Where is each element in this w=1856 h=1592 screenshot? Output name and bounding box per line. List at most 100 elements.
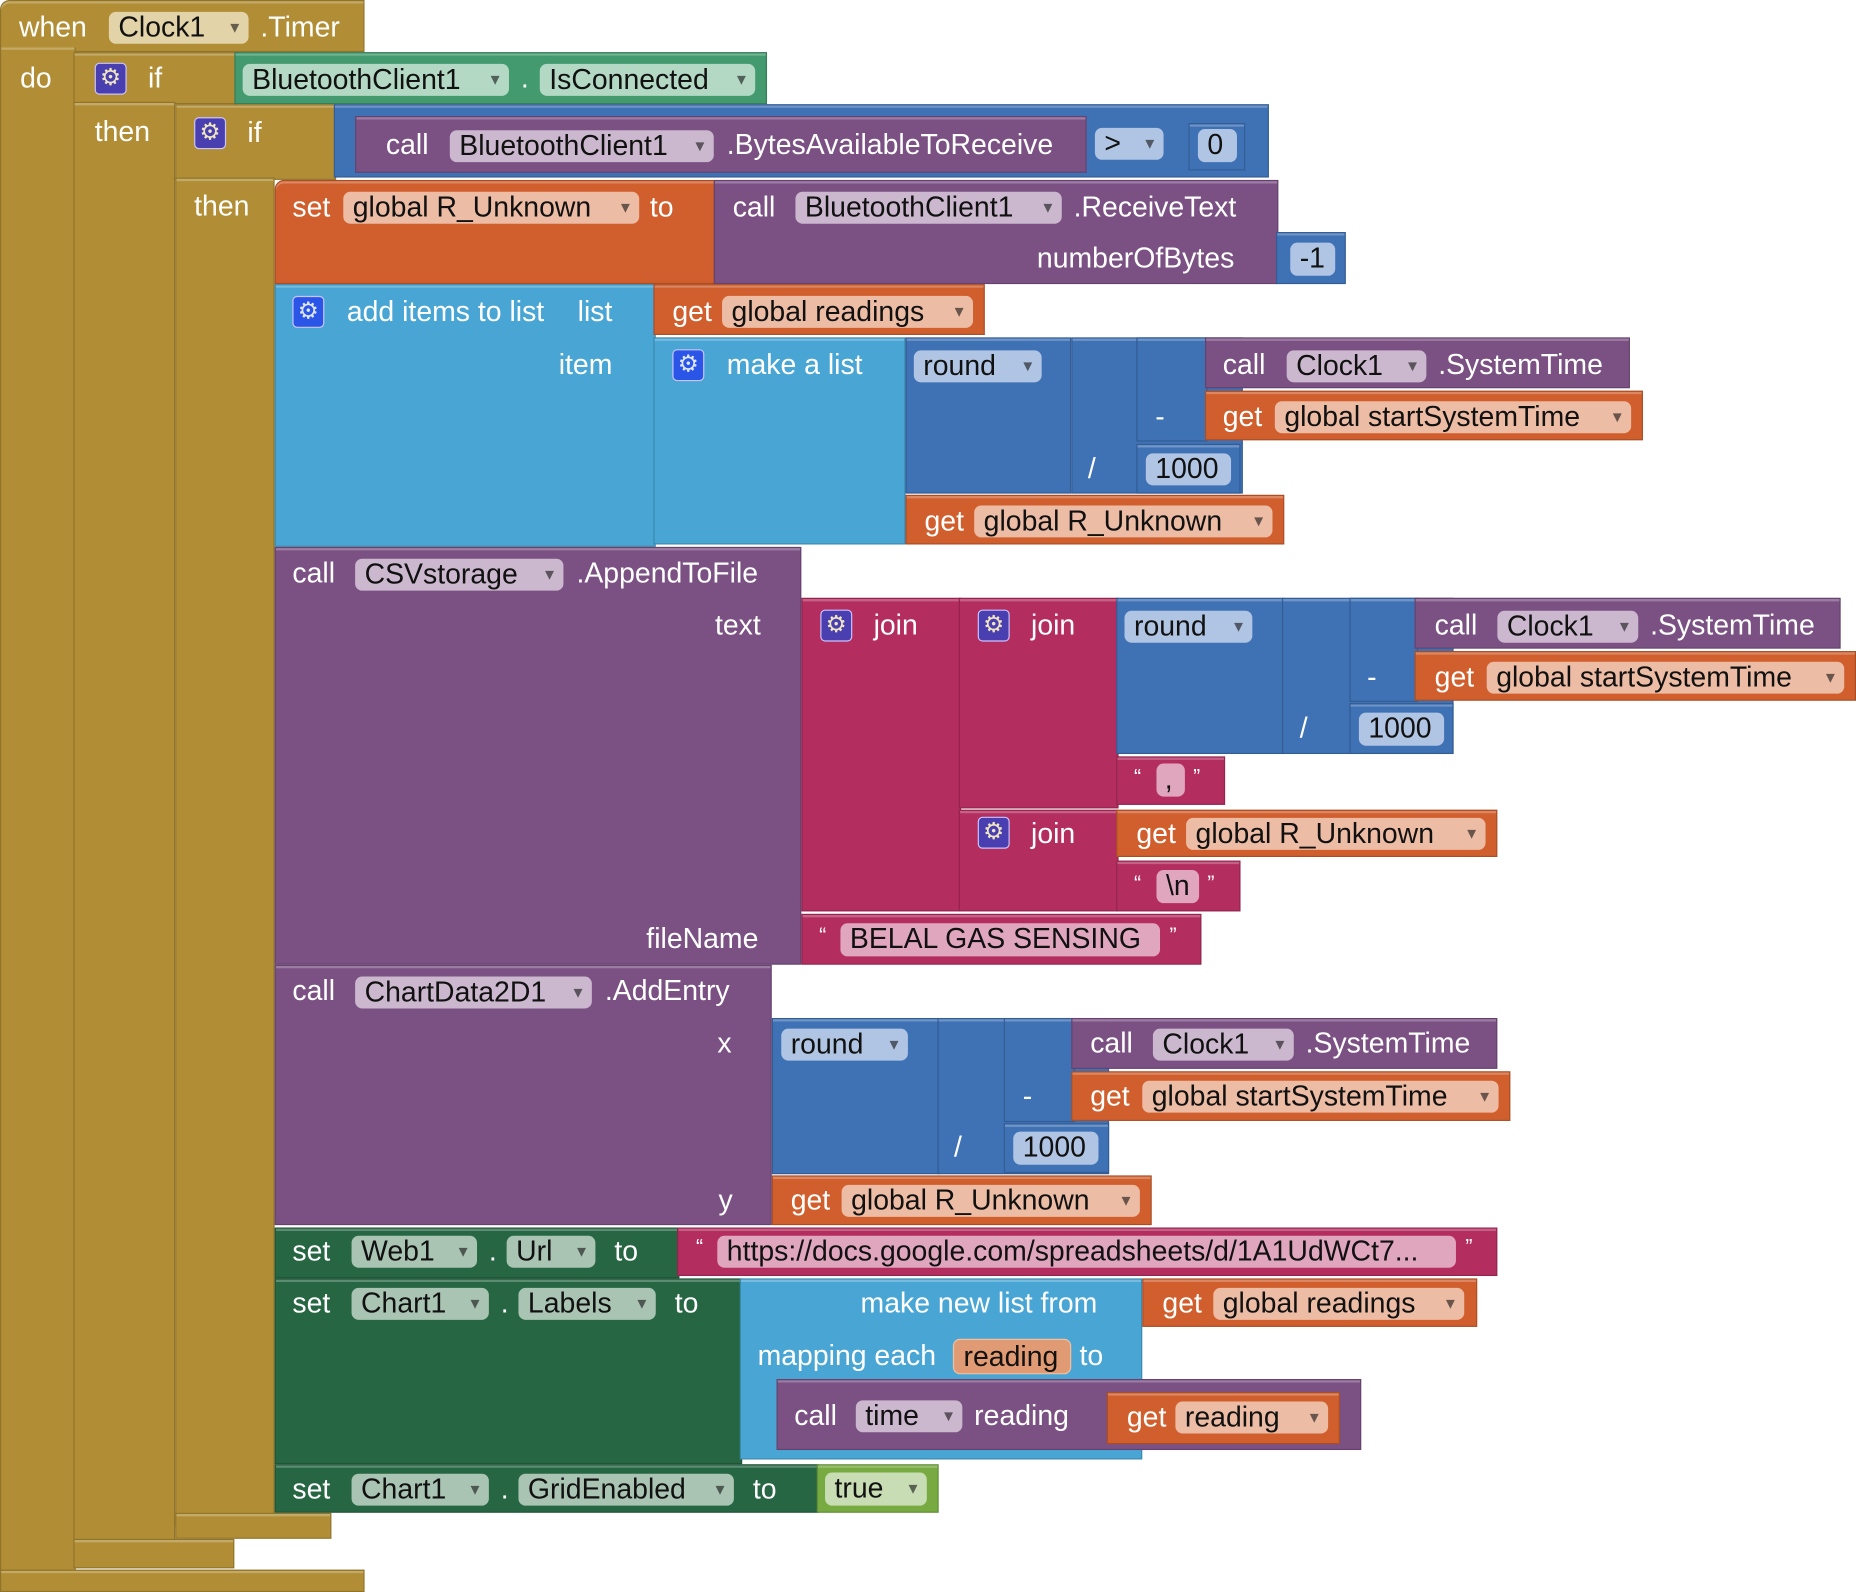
number-field[interactable]: -1 (1290, 242, 1336, 276)
dot-label: . (500, 1287, 509, 1320)
number-field[interactable]: 1000 (1358, 712, 1445, 746)
get-label: get (1090, 1080, 1130, 1113)
chart-component-dropdown[interactable]: Chart1 (351, 1287, 489, 1320)
dot-label: . (500, 1473, 509, 1506)
dot-label: . (488, 1235, 497, 1268)
boolean-dropdown[interactable]: true (825, 1472, 927, 1506)
then-label: then (194, 190, 250, 223)
clock-component-dropdown[interactable]: Clock1 (1152, 1028, 1294, 1061)
mutator-gear-icon[interactable] (672, 349, 705, 382)
call-label: call (292, 975, 336, 1008)
variable-dropdown[interactable]: global readings (722, 295, 974, 328)
timer-event-label: .Timer (260, 11, 340, 44)
variable-dropdown[interactable]: global readings (1213, 1287, 1465, 1320)
operator-dropdown[interactable]: > (1094, 127, 1164, 160)
chart-component-dropdown[interactable]: Chart1 (351, 1473, 489, 1506)
number-field[interactable]: 1000 (1145, 453, 1232, 486)
do-label: do (20, 62, 52, 95)
subtract-block[interactable] (1136, 337, 1208, 442)
minus-label: - (1155, 401, 1165, 434)
csv-component-dropdown[interactable]: CSVstorage (355, 558, 564, 591)
quote-close: ” (1169, 923, 1177, 947)
variable-dropdown[interactable]: global R_Unknown (974, 505, 1273, 538)
dot-label: . (520, 62, 529, 95)
param-label: numberOfBytes (1036, 242, 1235, 275)
quote-open: “ (1133, 764, 1142, 789)
property-dropdown[interactable]: IsConnected (539, 63, 756, 96)
call-label: call (1222, 349, 1266, 382)
method-label: .ReceiveText (1073, 191, 1237, 224)
x-param-label: x (717, 1027, 732, 1060)
variable-dropdown[interactable]: global R_Unknown (841, 1184, 1140, 1217)
call-label: call (794, 1400, 837, 1433)
get-label: get (1162, 1287, 1202, 1320)
procedure-dropdown[interactable]: time (855, 1400, 963, 1433)
set-web-url-block[interactable] (274, 1227, 680, 1279)
item-label: item (558, 349, 613, 382)
set-label: set (292, 1287, 331, 1320)
param-label: reading (974, 1400, 1069, 1433)
when-label: when (18, 11, 87, 44)
append-to-file-block[interactable] (274, 546, 802, 965)
text-field[interactable]: BELAL GAS SENSING (840, 923, 1161, 957)
text-field[interactable]: , (1156, 763, 1185, 797)
variable-dropdown[interactable]: reading (1175, 1401, 1329, 1434)
bluetooth-component-dropdown[interactable]: BluetoothClient1 (242, 63, 509, 96)
property-dropdown[interactable]: GridEnabled (518, 1473, 734, 1506)
event-block-body (0, 47, 76, 1587)
if-block-inner-body (175, 177, 275, 1527)
number-field[interactable]: 0 (1197, 129, 1237, 163)
bluetooth-component-dropdown[interactable]: BluetoothClient1 (795, 191, 1062, 224)
loop-variable-field[interactable]: reading (952, 1338, 1072, 1375)
y-param-label: y (718, 1184, 733, 1217)
url-text-field[interactable]: https://docs.google.com/spreadsheets/d/1… (717, 1235, 1456, 1268)
subtract-block[interactable] (1003, 1017, 1075, 1123)
mapping-each-label: mapping each (757, 1339, 937, 1372)
divide-label: / (1299, 712, 1308, 745)
join-label: join (1031, 609, 1076, 642)
filename-param-label: fileName (646, 923, 759, 956)
bytes-available-block[interactable] (355, 116, 1087, 173)
get-label: get (1222, 401, 1263, 434)
mutator-gear-icon[interactable] (820, 609, 853, 642)
divide-label: / (1087, 453, 1096, 486)
subtract-block[interactable] (1349, 597, 1419, 702)
clock-component-dropdown[interactable]: Clock1 (1497, 610, 1639, 643)
minus-label: - (1367, 661, 1377, 694)
call-label: call (732, 191, 776, 224)
list-label: list (577, 295, 613, 328)
mutator-gear-icon[interactable] (977, 609, 1010, 642)
quote-close: ” (1207, 871, 1215, 895)
then-label: then (94, 116, 150, 148)
call-label: call (385, 129, 429, 161)
variable-dropdown[interactable]: global startSystemTime (1486, 661, 1845, 694)
bluetooth-component-dropdown[interactable]: BluetoothClient1 (449, 130, 714, 163)
variable-dropdown[interactable]: global startSystemTime (1142, 1080, 1499, 1113)
property-dropdown[interactable]: Labels (518, 1287, 656, 1320)
mutator-gear-icon[interactable] (292, 295, 325, 328)
variable-dropdown[interactable]: global startSystemTime (1274, 401, 1632, 434)
variable-dropdown[interactable]: global R_Unknown (343, 191, 640, 224)
method-label: .SystemTime (1650, 609, 1815, 642)
mutator-gear-icon[interactable] (977, 816, 1010, 849)
get-label: get (1126, 1401, 1167, 1434)
variable-dropdown[interactable]: global R_Unknown (1186, 817, 1486, 850)
mutator-gear-icon[interactable] (194, 117, 227, 150)
clock-component-dropdown[interactable]: Clock1 (1286, 350, 1427, 383)
chartdata-component-dropdown[interactable]: ChartData2D1 (355, 976, 592, 1009)
clock-component-dropdown[interactable]: Clock1 (108, 11, 249, 44)
to-label: to (1079, 1339, 1104, 1372)
mutator-gear-icon[interactable] (94, 62, 127, 95)
web-component-dropdown[interactable]: Web1 (351, 1235, 478, 1268)
round-dropdown[interactable]: round (913, 350, 1042, 383)
round-dropdown[interactable]: round (781, 1028, 908, 1061)
round-dropdown[interactable]: round (1124, 610, 1253, 643)
join-block[interactable] (801, 597, 962, 912)
property-dropdown[interactable]: Url (506, 1235, 596, 1268)
to-label: to (614, 1235, 639, 1268)
if-label: if (147, 62, 163, 95)
number-field[interactable]: 1000 (1013, 1131, 1099, 1165)
text-field[interactable]: \n (1156, 870, 1200, 904)
quote-close: ” (1465, 1234, 1473, 1259)
